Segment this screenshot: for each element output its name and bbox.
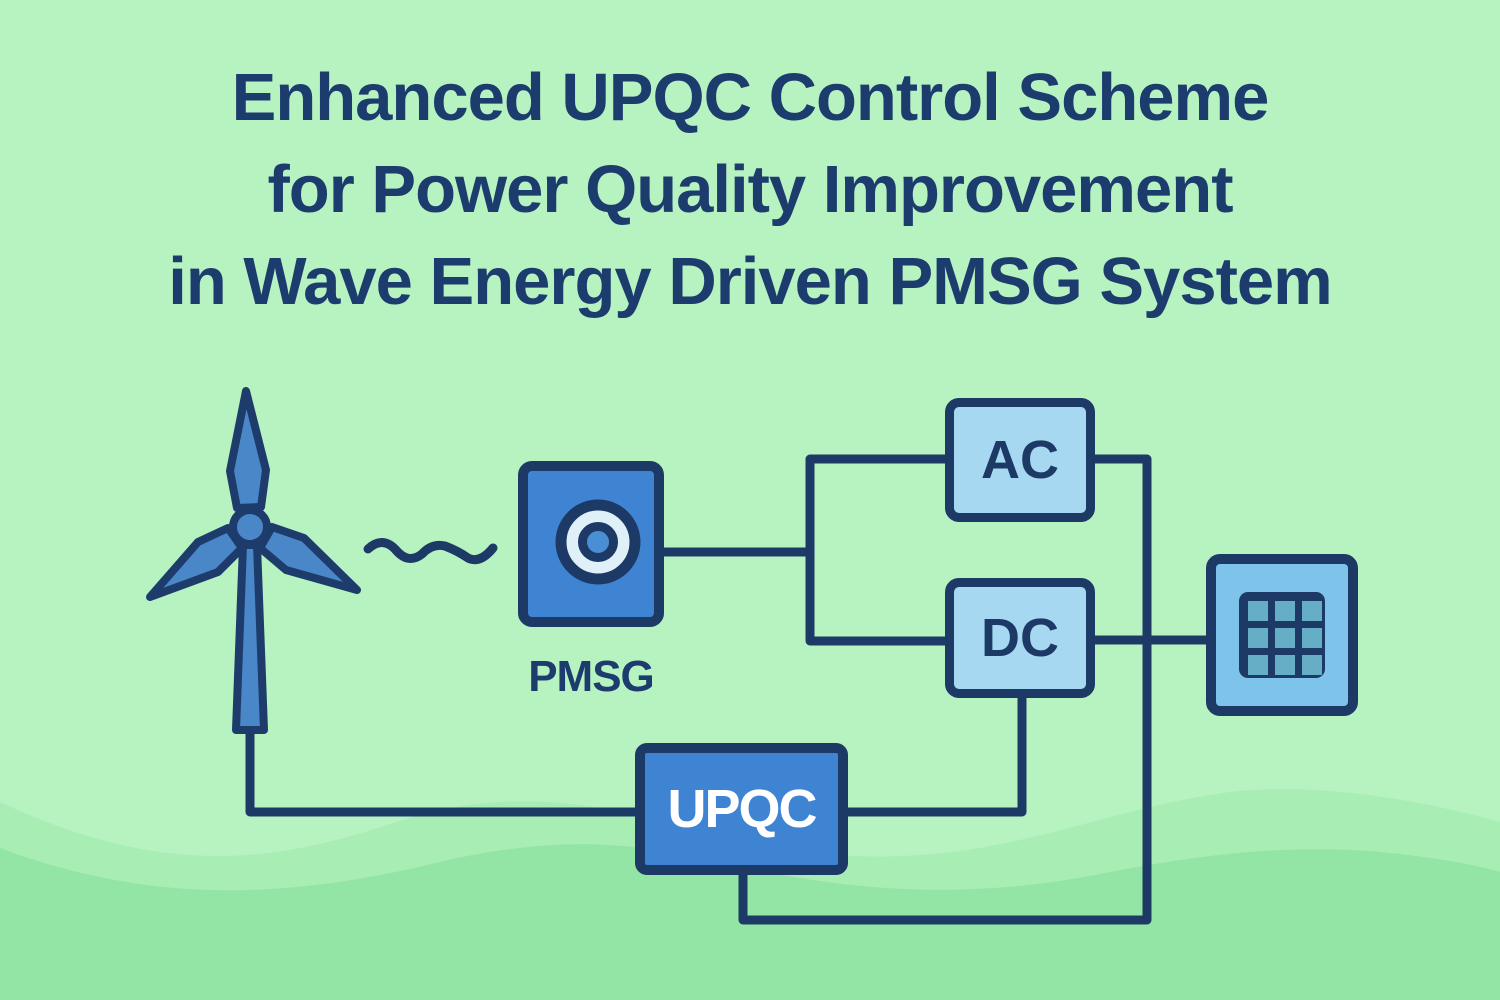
wind-turbine-icon <box>146 387 361 734</box>
ac-node: AC <box>945 398 1095 522</box>
wire-turbine-to-upqc <box>245 729 645 817</box>
title-line-1: Enhanced UPQC Control Scheme <box>231 60 1270 135</box>
pmsg-label: PMSG <box>528 652 655 701</box>
pmsg-node <box>518 461 664 627</box>
ac-label: AC <box>981 430 1059 490</box>
title-line-2: for Power Quality Improvement <box>267 152 1233 227</box>
turbine-blade-left <box>146 524 246 601</box>
dc-label: DC <box>981 608 1059 668</box>
title-line-3: in Wave Energy Driven PMSG System <box>168 244 1332 319</box>
turbine-blade-top <box>226 387 270 512</box>
page-title: Enhanced UPQC Control Scheme for Power Q… <box>0 52 1500 328</box>
wire-ac-to-upqc-return-loop <box>738 454 1152 925</box>
wire-dc-to-upqc <box>840 689 1027 817</box>
generator-rotor-icon <box>555 499 641 585</box>
upqc-node: UPQC <box>635 743 848 875</box>
wire-branch-to-ac-dc <box>805 454 953 646</box>
wave-signal-icon <box>363 538 498 565</box>
dc-node: DC <box>945 578 1095 698</box>
power-grid-icon <box>1239 592 1325 678</box>
grid-node <box>1206 554 1358 716</box>
upqc-label: UPQC <box>667 779 817 839</box>
turbine-tower <box>232 541 268 734</box>
turbine-blade-right <box>256 523 361 594</box>
turbine-hub <box>229 506 271 548</box>
